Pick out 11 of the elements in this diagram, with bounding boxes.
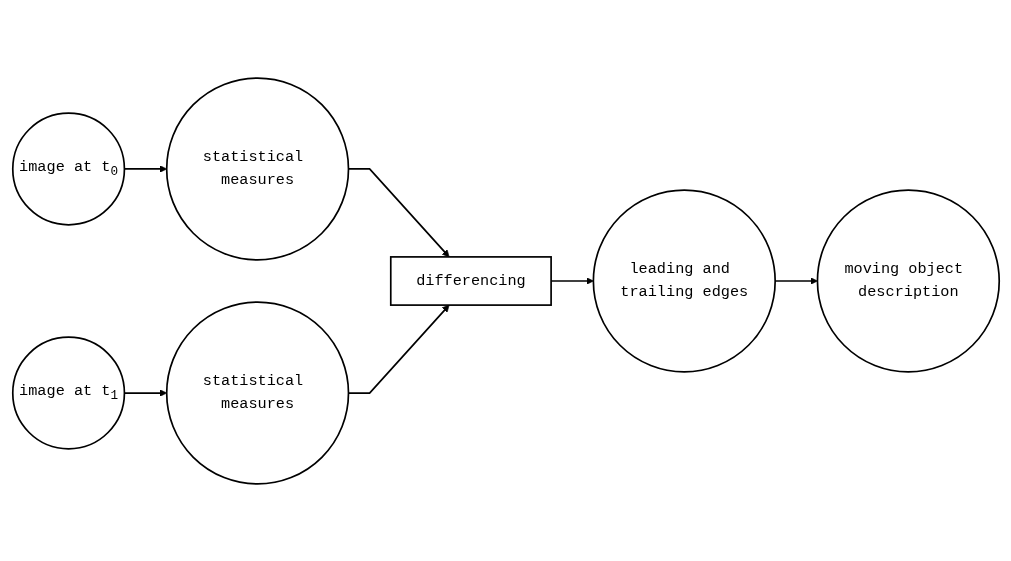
arrow (347, 167, 449, 257)
node-circle: image at t$_{1}$ (11, 335, 125, 450)
node-circle: moving object description (816, 188, 1000, 373)
node-circle: leading and trailing edges (592, 188, 776, 373)
node-circle: statistical measures (165, 300, 349, 485)
arrow (123, 388, 167, 397)
arrow (347, 304, 449, 394)
node-circle: statistical measures (165, 76, 349, 261)
arrow (123, 164, 167, 173)
node-box: differencing (389, 255, 552, 306)
node-circle: image at t$_{0}$ (11, 111, 125, 226)
